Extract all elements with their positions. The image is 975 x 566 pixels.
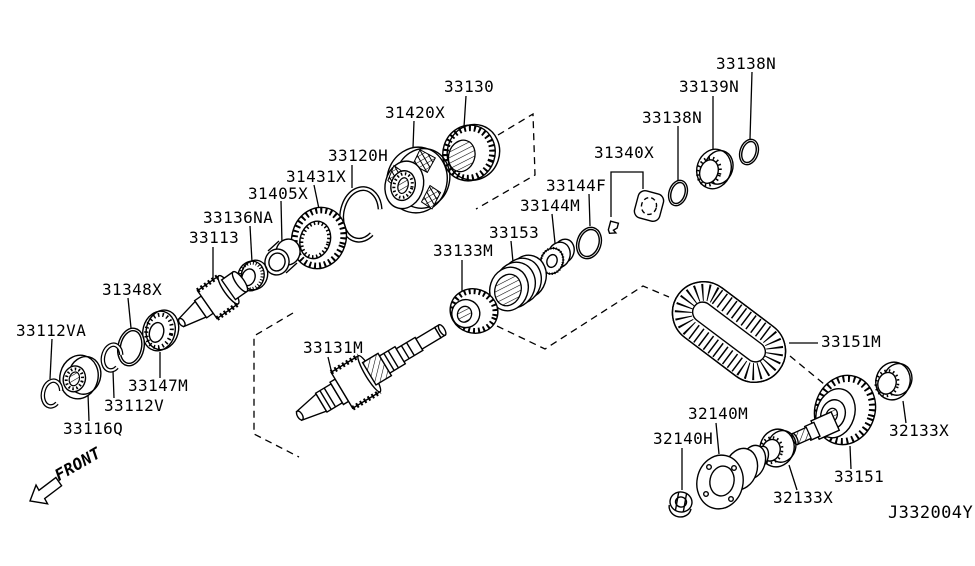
part-33116q-bearing xyxy=(59,354,102,400)
part-33133m-gear xyxy=(449,288,499,334)
part-33138n-snap-ring-upper xyxy=(738,138,760,166)
part-33144m-hub xyxy=(539,238,575,276)
part-label-33136na: 33136NA xyxy=(203,208,274,227)
part-label-31420x: 31420X xyxy=(385,103,446,122)
part-31340x-key xyxy=(607,220,620,235)
part-label-31348x: 31348X xyxy=(102,280,163,299)
part-label-33133m: 33133M xyxy=(433,241,494,260)
part-label-33131m: 33131M xyxy=(303,338,364,357)
part-32140m-oil-pump xyxy=(696,444,770,510)
part-31340x-rotor xyxy=(633,189,665,223)
part-label-33144f: 33144F xyxy=(546,176,607,195)
part-label-31405x: 31405X xyxy=(248,184,309,203)
part-33153-synchronizer xyxy=(488,254,548,312)
part-33151-sprocket xyxy=(791,374,877,446)
part-label-33144m: 33144M xyxy=(520,196,581,215)
diagram-code: J332004Y xyxy=(888,503,974,523)
section-plane-upper xyxy=(475,112,536,210)
part-label-32140m: 32140M xyxy=(688,404,749,423)
part-label-33112v: 33112V xyxy=(104,396,165,415)
chain-position-dashes xyxy=(496,285,825,385)
part-33144f-ring xyxy=(575,226,603,260)
part-33112v-snap-ring xyxy=(100,342,124,373)
part-label-33138n-mid: 33138N xyxy=(642,108,703,127)
part-31348x-seal-ring xyxy=(116,327,146,367)
part-label-33151m: 33151M xyxy=(821,332,882,351)
part-label-33120h: 33120H xyxy=(328,146,389,165)
part-label-31340x: 31340X xyxy=(594,143,655,162)
part-33130-coupling-gear xyxy=(442,123,501,182)
part-33147m-bearing xyxy=(142,309,180,352)
part-33151m-chain xyxy=(671,281,787,383)
part-label-33116q: 33116Q xyxy=(63,419,124,438)
part-label-31431x: 31431X xyxy=(286,167,347,186)
part-label-33151: 33151 xyxy=(834,467,885,486)
part-33112va-snap-ring xyxy=(40,378,64,409)
leader-lines xyxy=(49,71,907,491)
part-33139n-bearing xyxy=(695,148,734,190)
part-label-33139n: 33139N xyxy=(679,77,740,96)
part-label-33138n-upper: 33138N xyxy=(716,54,777,73)
part-33131m-main-shaft xyxy=(295,323,447,422)
part-32140h-nut xyxy=(668,491,693,518)
front-arrow-icon xyxy=(29,476,63,505)
part-33113-input-gear xyxy=(177,270,249,328)
part-31420x-carrier xyxy=(384,146,451,214)
part-label-33113: 33113 xyxy=(189,228,240,247)
part-label-32133x-right: 32133X xyxy=(889,421,950,440)
part-31431x-synchro-ring xyxy=(290,206,348,270)
part-label-32140h: 32140H xyxy=(653,429,714,448)
part-33120h-snap-ring xyxy=(339,186,383,243)
part-label-33112va: 33112VA xyxy=(16,321,87,340)
part-label-33153: 33153 xyxy=(489,223,540,242)
part-33138n-snap-ring-mid xyxy=(667,179,689,207)
part-label-32133x-lower: 32133X xyxy=(773,488,834,507)
part-32133x-bearing-right xyxy=(874,361,913,401)
part-label-33130: 33130 xyxy=(444,77,495,96)
part-31405x-bushing xyxy=(264,238,301,276)
section-plane-lower xyxy=(253,312,300,458)
part-label-33147m: 33147M xyxy=(128,376,189,395)
